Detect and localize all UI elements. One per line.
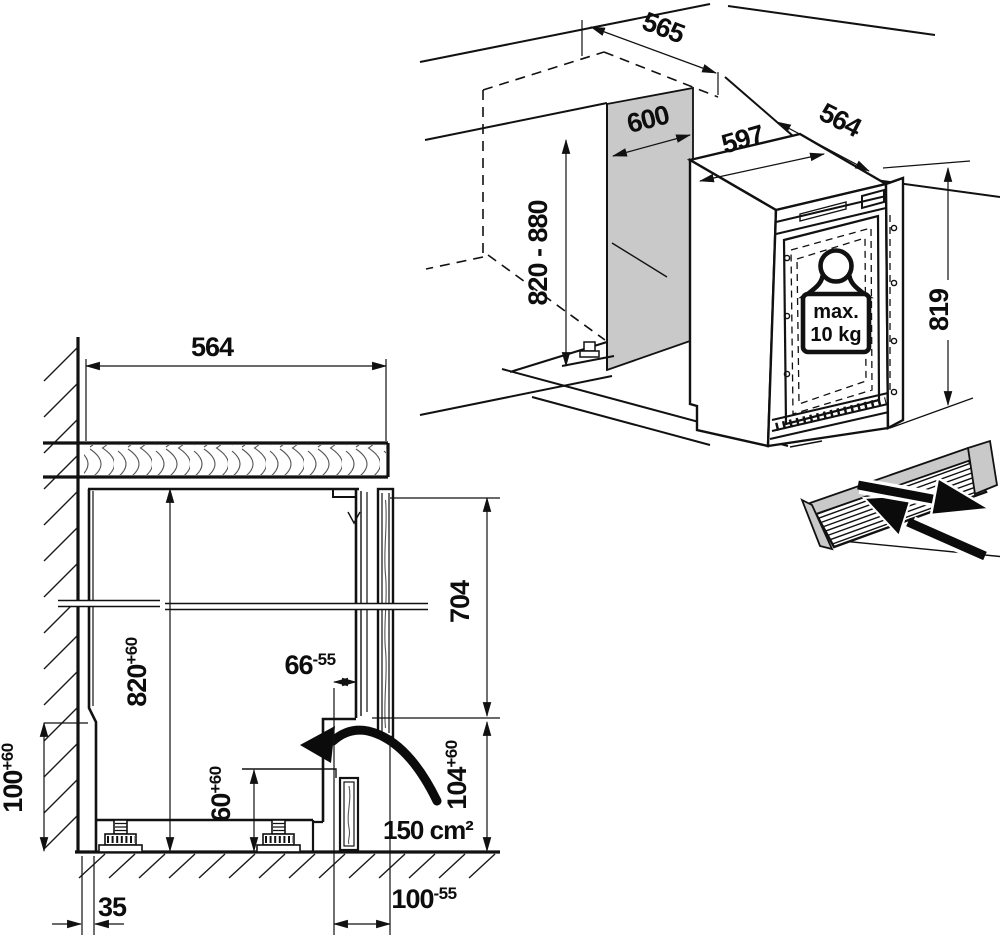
dim-plinth-inset-label: 66-55 (284, 650, 335, 680)
adjustable-foot (98, 819, 143, 853)
dim-plinth-depth-label: 100-55 (391, 884, 456, 914)
weight-limit-icon: max. 10 kg (798, 248, 874, 355)
furniture-door (376, 487, 395, 739)
dim-niche-height-label: 820 - 880 (523, 200, 553, 305)
weight-limit-line1: max. (813, 301, 859, 323)
niche-back-panel (606, 86, 694, 372)
door-handle (861, 188, 885, 210)
appliance-3d (686, 132, 905, 448)
dim-niche-height-section-label: 820+60 (122, 637, 152, 706)
appliance-plinth (769, 392, 890, 440)
dim-appliance-depth-label: 564 (815, 97, 867, 143)
airflow-out-arrow (857, 476, 994, 517)
dim-appliance-height-label: 819 (924, 288, 954, 331)
door-screws (783, 224, 898, 396)
wall (43, 337, 80, 852)
vent-grille (789, 439, 1000, 564)
weight-limit-line2: 10 kg (810, 324, 861, 346)
dim-rear-recess-label: 100+60 (0, 743, 28, 812)
floor (75, 850, 500, 879)
dim-worktop-depth-label: 564 (191, 332, 234, 362)
dim-door-height: 704 (372, 496, 500, 719)
dim-wall-gap-label: 35 (98, 892, 127, 922)
dim-air-gap: 60+60 (206, 766, 259, 853)
dim-appliance-height: 819 (882, 160, 974, 429)
niche-foot (561, 341, 615, 367)
dim-wall-gap: 35 (52, 856, 128, 935)
adjustable-foot (256, 819, 301, 853)
airflow-curve-arrow (300, 725, 442, 806)
dim-niche-depth-label: 565 (638, 6, 689, 49)
isometric-view: 565 600 820 - 880 (419, 3, 1000, 564)
dim-door-height-label: 704 (445, 580, 475, 623)
dim-niche-depth: 565 (581, 6, 719, 95)
airflow-in-arrow (861, 493, 989, 564)
dim-door-clearance: 104+60 (442, 720, 492, 853)
vent-area-label: 150 cm² (383, 815, 474, 845)
break-lines (58, 599, 428, 611)
cross-section-view: 564 820+60 704 104+60 66-55 100+60 (0, 332, 500, 935)
dim-air-gap-label: 60+60 (206, 766, 236, 821)
dim-worktop-depth: 564 (84, 332, 388, 441)
dim-plinth-inset: 66-55 (284, 650, 358, 935)
dim-plinth-depth: 100-55 (332, 742, 457, 935)
plinth-panel (338, 776, 360, 852)
worktop (43, 441, 390, 479)
dim-rear-recess: 100+60 (0, 721, 88, 853)
dim-niche-height-section: 820+60 (122, 487, 175, 853)
dim-door-clearance-label: 104+60 (442, 740, 472, 809)
dim-niche-height: 820 - 880 (523, 138, 571, 368)
